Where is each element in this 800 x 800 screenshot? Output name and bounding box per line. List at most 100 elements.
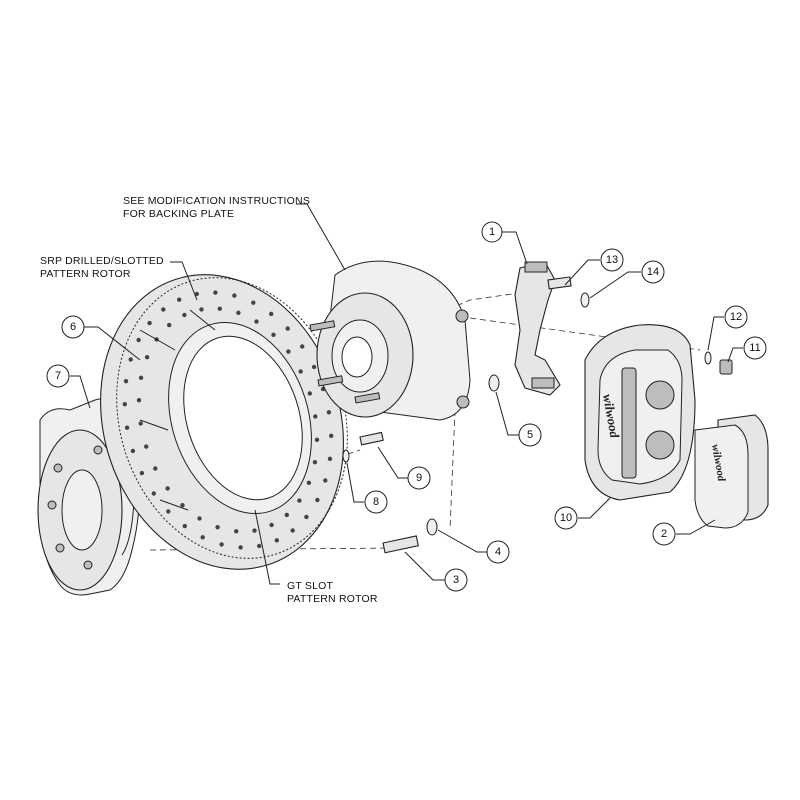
callout-7: 7 [46, 364, 91, 409]
drill-hole [138, 375, 144, 380]
drill-hole [307, 391, 312, 396]
svg-text:3: 3 [453, 574, 459, 586]
drill-hole [311, 364, 317, 370]
svg-text:6: 6 [70, 321, 76, 333]
drill-hole [251, 300, 256, 305]
drill-hole [128, 357, 133, 362]
gt-rotor-note-line2: PATTERN ROTOR [287, 593, 378, 605]
drill-hole [136, 398, 142, 403]
drill-hole [232, 293, 237, 298]
drill-hole [136, 337, 141, 343]
callout-6: 6 [61, 315, 141, 361]
callout-14: 14 [589, 260, 665, 299]
svg-text:14: 14 [647, 266, 659, 278]
drill-hole [122, 402, 128, 407]
washer-5 [488, 374, 500, 392]
drill-hole [271, 332, 276, 337]
drill-hole [147, 320, 152, 326]
drill-hole [130, 448, 136, 454]
hub-backing-plate [309, 260, 471, 421]
drill-hole [177, 297, 182, 302]
bleeder-nut [704, 351, 733, 375]
drill-hole [257, 543, 262, 549]
svg-text:12: 12 [730, 311, 742, 323]
drill-hole [300, 344, 305, 349]
drill-hole [153, 466, 158, 471]
drill-hole [252, 528, 257, 533]
drill-hole [166, 509, 171, 514]
drill-hole [286, 349, 291, 354]
callout-1: 1 [481, 221, 528, 265]
callout-13: 13 [564, 248, 624, 286]
drill-hole [298, 369, 303, 374]
drill-hole [290, 528, 295, 533]
drill-hole [217, 306, 222, 311]
drill-hole [138, 421, 143, 426]
callout-8: 8 [346, 462, 388, 514]
callout-5: 5 [495, 391, 542, 447]
drill-hole [161, 307, 166, 312]
srp-rotor-note: SRP DRILLED/SLOTTED PATTERN ROTOR [40, 255, 198, 301]
drill-hole [200, 535, 205, 540]
drill-hole [215, 525, 220, 530]
svg-text:13: 13 [606, 254, 618, 266]
drilled-slotted-rotor [100, 274, 348, 570]
svg-text:7: 7 [55, 370, 61, 382]
svg-text:1: 1 [489, 226, 495, 238]
backing-plate-note: SEE MODIFICATION INSTRUCTIONS FOR BACKIN… [123, 195, 346, 271]
mount-bolt [382, 518, 438, 554]
gt-rotor-note-line1: GT SLOT [287, 580, 334, 592]
drill-hole [180, 503, 185, 508]
srp-rotor-note-line1: SRP DRILLED/SLOTTED [40, 255, 164, 267]
callout-bubbles: 1 13 14 12 11 6 7 [46, 221, 767, 592]
drill-hole [144, 444, 149, 449]
drill-hole [269, 311, 274, 317]
drill-hole [139, 470, 145, 476]
svg-text:9: 9 [416, 472, 422, 484]
drill-hole [304, 514, 309, 520]
callout-9: 9 [377, 446, 431, 490]
drill-hole [197, 516, 202, 521]
drill-hole [151, 491, 156, 496]
svg-text:4: 4 [495, 546, 501, 558]
svg-text:8: 8 [373, 496, 379, 508]
callout-11: 11 [727, 336, 767, 363]
drill-hole [123, 379, 129, 384]
callout-4: 4 [437, 529, 510, 564]
backing-plate-note-line2: FOR BACKING PLATE [123, 208, 234, 220]
drill-hole [315, 497, 320, 503]
drill-hole [167, 322, 172, 328]
svg-text:11: 11 [749, 342, 760, 354]
drill-hole [124, 425, 130, 430]
drill-hole [285, 326, 290, 331]
drill-hole [323, 478, 328, 483]
drill-hole [314, 437, 320, 442]
drill-hole [182, 523, 187, 529]
drill-hole [236, 310, 241, 315]
drill-hole [234, 529, 239, 534]
callout-2: 2 [652, 519, 716, 546]
drill-hole [313, 414, 318, 419]
callout-12: 12 [707, 305, 748, 351]
drill-hole [254, 319, 259, 324]
drill-hole [326, 410, 332, 415]
rotor-bolt [342, 431, 384, 463]
callout-3: 3 [404, 551, 468, 592]
drill-hole [238, 545, 243, 550]
rotor-drill-holes [122, 290, 334, 550]
backing-plate-note-line1: SEE MODIFICATION INSTRUCTIONS [123, 195, 310, 207]
drill-hole [219, 542, 224, 547]
callout-10: 10 [554, 497, 611, 530]
drill-hole [297, 498, 302, 503]
drill-hole [329, 433, 334, 438]
gt-rotor-note: GT SLOT PATTERN ROTOR [254, 509, 378, 605]
drill-hole [182, 312, 187, 318]
svg-text:2: 2 [661, 528, 667, 540]
drill-hole [274, 538, 279, 543]
drill-hole [194, 291, 199, 297]
drill-hole [284, 512, 289, 518]
drill-hole [144, 355, 150, 360]
srp-rotor-note-line2: PATTERN ROTOR [40, 268, 131, 280]
svg-text:10: 10 [560, 512, 572, 524]
